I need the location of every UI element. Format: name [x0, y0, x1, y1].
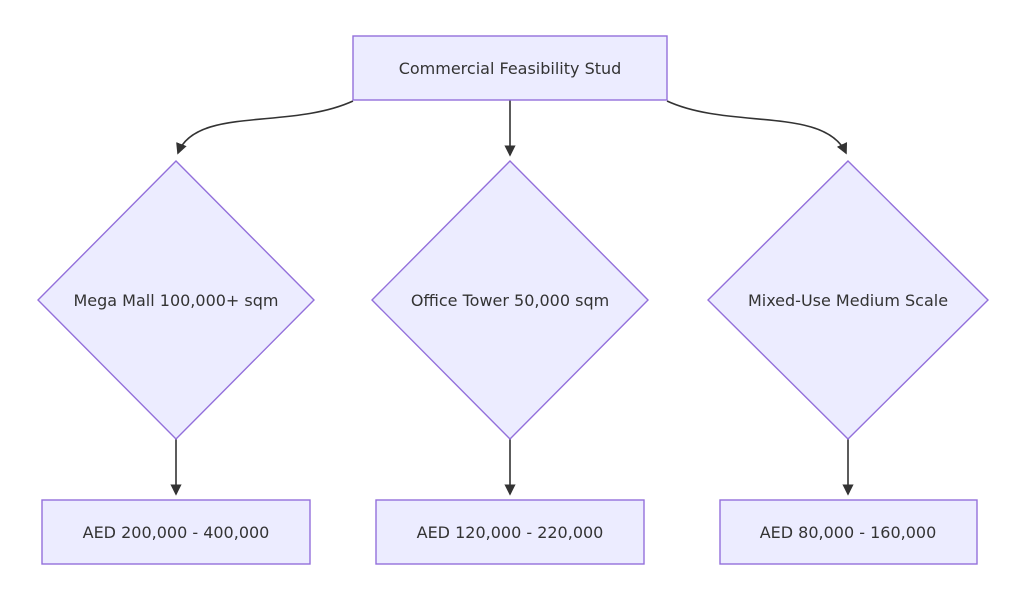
decision-label: Mixed-Use Medium Scale: [748, 291, 948, 310]
decision-label: Office Tower 50,000 sqm: [411, 291, 609, 310]
decision-diamond: [371, 160, 649, 440]
result-node-box: [41, 499, 311, 565]
edge-root-to-mixed-use: [666, 100, 848, 155]
result-node-mega-mall: AED 200,000 - 400,000: [41, 499, 311, 565]
root-node-box: [352, 35, 668, 101]
result-node-mixed-use: AED 80,000 - 160,000: [719, 499, 978, 565]
decision-node-office-tower: Office Tower 50,000 sqm: [371, 160, 649, 440]
result-node-box: [375, 499, 645, 565]
decision-node-mega-mall: Mega Mall 100,000+ sqm: [37, 160, 315, 440]
decision-diamond: [707, 160, 989, 440]
decision-node-mixed-use: Mixed-Use Medium Scale: [707, 160, 989, 440]
result-label: AED 120,000 - 220,000: [417, 523, 604, 542]
edges: [170, 100, 854, 496]
result-label: AED 80,000 - 160,000: [760, 523, 937, 542]
result-node-box: [719, 499, 978, 565]
edge-root-to-mega-mall: [176, 100, 354, 155]
root-node: Commercial Feasibility Stud: [352, 35, 668, 101]
root-node-label: Commercial Feasibility Stud: [399, 59, 622, 78]
result-node-office-tower: AED 120,000 - 220,000: [375, 499, 645, 565]
result-label: AED 200,000 - 400,000: [83, 523, 270, 542]
decision-label: Mega Mall 100,000+ sqm: [73, 291, 278, 310]
decision-diamond: [37, 160, 315, 440]
